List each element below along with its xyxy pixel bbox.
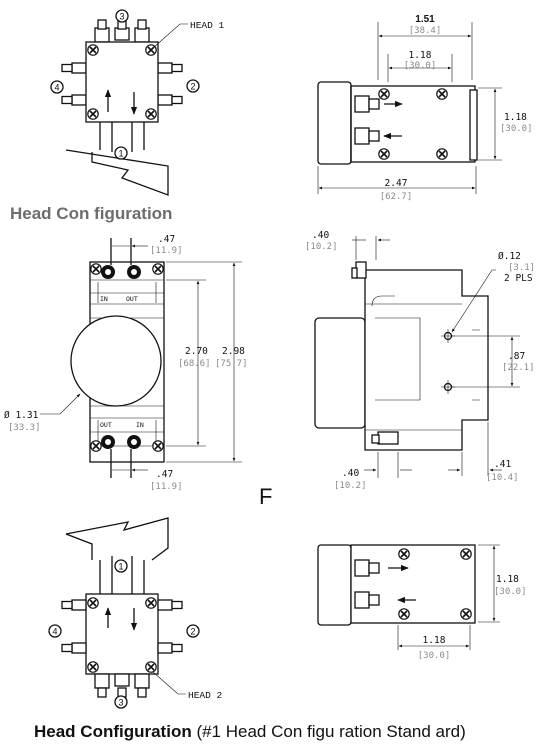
head-1-port-4: 4	[54, 83, 59, 93]
dim-front-bottom-in: .47	[156, 469, 173, 480]
dim-br-height-mm: [30.0]	[494, 587, 527, 597]
front-view: IN OUT OUT IN .47 [11.9] 2.70 [68.6] 2.9…	[4, 234, 248, 492]
head-1-label: HEAD 1	[190, 20, 225, 31]
head-1-mount-outline	[65, 149, 169, 196]
motor-circle	[70, 315, 162, 407]
dim-1-51-in: 1.51	[415, 14, 435, 25]
dim-top-inner-mm: [30.0]	[404, 61, 437, 71]
head-2-port-3: 3	[118, 698, 123, 708]
dim-hole-diameter-mm: [3.1]	[508, 263, 535, 273]
head-1-top-fittings	[94, 19, 150, 43]
caption-bold-part: Head Configuration	[34, 722, 192, 741]
dim-hole-count: 2 PLS	[504, 273, 533, 284]
port-in-label-top: IN	[100, 295, 108, 303]
dim-front-total-mm: [75.7]	[215, 359, 248, 369]
head-2-port-4: 4	[52, 627, 57, 637]
head-1-view: 3 4 2 1 HEAD 1	[50, 9, 225, 196]
dim-front-total-in: 2.98	[222, 346, 245, 357]
dim-front-mid-mm: [68.6]	[178, 359, 211, 369]
dim-motor-diameter-in: Ø 1.31	[4, 410, 39, 421]
dim-side-right-in: .41	[494, 459, 511, 470]
port-out-label-top: OUT	[126, 295, 138, 303]
head-2-port-1: 1	[118, 562, 123, 572]
dim-hole-spacing-in: .87	[508, 351, 525, 362]
dim-hole-spacing-mm: [22.1]	[502, 363, 535, 373]
dim-top-inner-in: 1.18	[409, 50, 432, 61]
port-in-label-bottom: IN	[136, 421, 144, 429]
head-2-label: HEAD 2	[188, 690, 223, 701]
dim-side-bottom-in: .40	[342, 468, 359, 479]
bottom-right-view: 1.18 [30.0] 1.18 [30.0]	[317, 544, 527, 661]
dim-1-51-mm: [38.4]	[409, 26, 442, 36]
head-1-port-3: 3	[119, 12, 124, 22]
dim-top-height-in: 1.18	[504, 112, 527, 123]
dim-front-top-in: .47	[158, 234, 175, 245]
dim-hole-diameter-in: Ø.12	[498, 251, 521, 262]
motor-housing	[317, 81, 352, 165]
side-motor	[314, 317, 366, 429]
top-right-view: 1.51 [38.4] 1.18 [30.0] 1.18 [30.0] 2.47…	[317, 14, 533, 202]
dim-total-length-mm: [62.7]	[380, 192, 413, 202]
head-2-mount-outline	[65, 517, 169, 561]
dim-side-top-mm: [10.2]	[305, 242, 338, 252]
dim-side-top-in: .40	[312, 230, 329, 241]
head-2-view: 1 4 2 3 HEAD 2	[48, 517, 223, 709]
port-out-label-bottom: OUT	[100, 421, 112, 429]
dim-front-top-mm: [11.9]	[150, 246, 183, 256]
head-configuration-caption-bottom: Head Configuration (#1 Head Con figu rat…	[34, 722, 466, 742]
head-1-port-2: 2	[190, 82, 195, 92]
dim-br-width-in: 1.18	[423, 635, 446, 646]
head-2-port-2: 2	[190, 627, 195, 637]
side-view: .40 [10.2] Ø.12 [3.1] 2 PLS .87 [22.1] .…	[305, 230, 535, 491]
head-configuration-caption-top: Head Con figuration	[10, 204, 173, 223]
side-body	[364, 269, 489, 451]
dim-br-height-in: 1.18	[496, 574, 519, 585]
screw-icon	[87, 43, 99, 57]
caption-rest-part: (#1 Head Con figu ration Stand ard)	[191, 722, 466, 741]
screw-icon	[87, 108, 99, 120]
dim-br-width-mm: [30.0]	[418, 651, 451, 661]
dim-top-height-mm: [30.0]	[500, 124, 533, 134]
head-1-port-1: 1	[118, 149, 123, 159]
dim-side-bottom-mm: [10.2]	[334, 481, 367, 491]
head-1-body	[85, 41, 159, 123]
dim-side-right-mm: [10.4]	[486, 473, 519, 483]
dim-motor-diameter-mm: [33.3]	[8, 423, 41, 433]
screw-icon	[145, 108, 157, 120]
dim-front-mid-in: 2.70	[185, 346, 208, 357]
dim-front-bottom-mm: [11.9]	[150, 482, 183, 492]
dim-total-length-in: 2.47	[385, 178, 408, 189]
center-letter-mark: F	[259, 484, 273, 509]
